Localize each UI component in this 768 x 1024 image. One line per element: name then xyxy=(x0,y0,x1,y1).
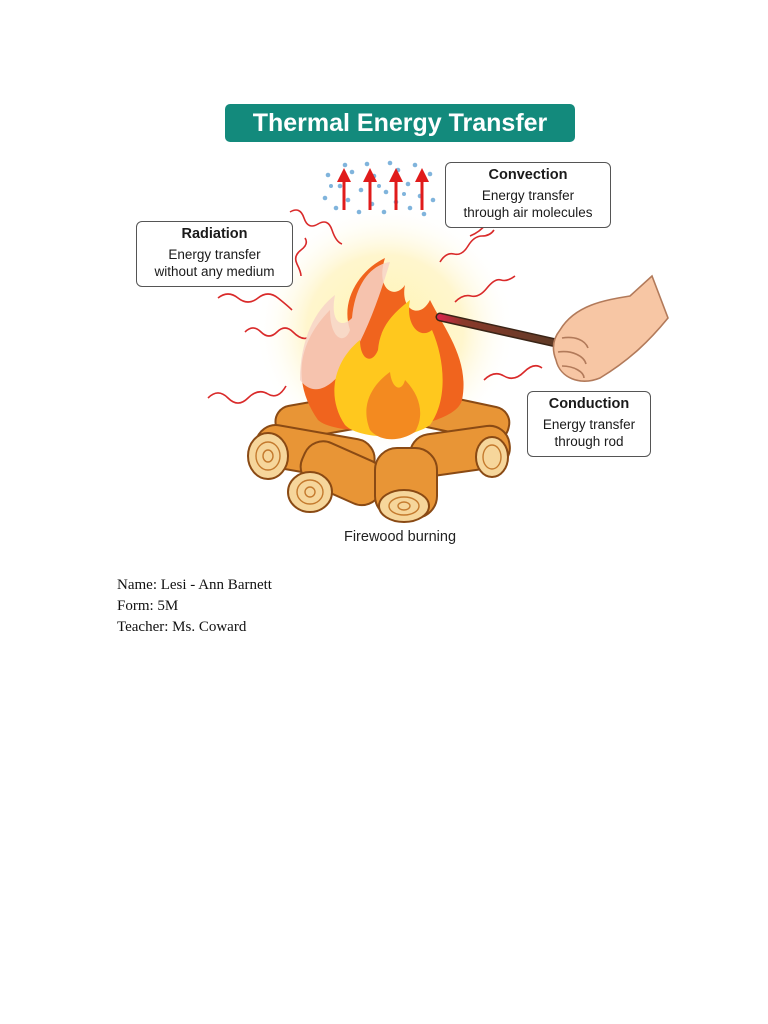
diagram-illustration xyxy=(207,160,669,523)
student-teacher: Teacher: Ms. Coward xyxy=(117,619,247,635)
callout-line: Energy transfer xyxy=(542,417,636,432)
callout-line: Energy transfer xyxy=(481,188,575,203)
student-form: Form: 5M xyxy=(117,598,179,614)
callout-line: Energy transfer xyxy=(168,247,261,262)
front-logs xyxy=(247,424,511,523)
student-name: Name: Lesi - Ann Barnett xyxy=(117,577,272,593)
air-molecules xyxy=(322,160,436,217)
callout-text: Energy transfer through rod xyxy=(528,416,650,450)
fire-flames xyxy=(300,258,464,440)
callout-heading: Radiation xyxy=(181,226,248,242)
metal-rod xyxy=(435,312,570,350)
hand xyxy=(552,274,669,382)
callout-text: Energy transfer through air molecules xyxy=(446,187,610,221)
diagram-title: Thermal Energy Transfer xyxy=(225,104,575,142)
callout-convection: Convection Energy transfer through air m… xyxy=(445,162,611,228)
callout-conduction: Conduction Energy transfer through rod xyxy=(527,391,651,457)
callout-line: through rod xyxy=(554,434,624,449)
diagram-caption: Firewood burning xyxy=(343,529,457,545)
callout-radiation: Radiation Energy transfer without any me… xyxy=(136,221,293,287)
diagram: Thermal Energy Transfer Convection Energ… xyxy=(136,104,669,545)
callout-heading: Convection xyxy=(488,167,568,183)
callout-heading: Conduction xyxy=(548,396,630,412)
log-rings xyxy=(255,441,502,516)
student-info: Name: Lesi - Ann Barnett Form: 5M Teache… xyxy=(117,575,272,638)
callout-line: without any medium xyxy=(154,264,275,279)
callout-line: through air molecules xyxy=(463,205,593,220)
callout-text: Energy transfer without any medium xyxy=(137,246,292,280)
convection-arrows xyxy=(337,168,429,210)
